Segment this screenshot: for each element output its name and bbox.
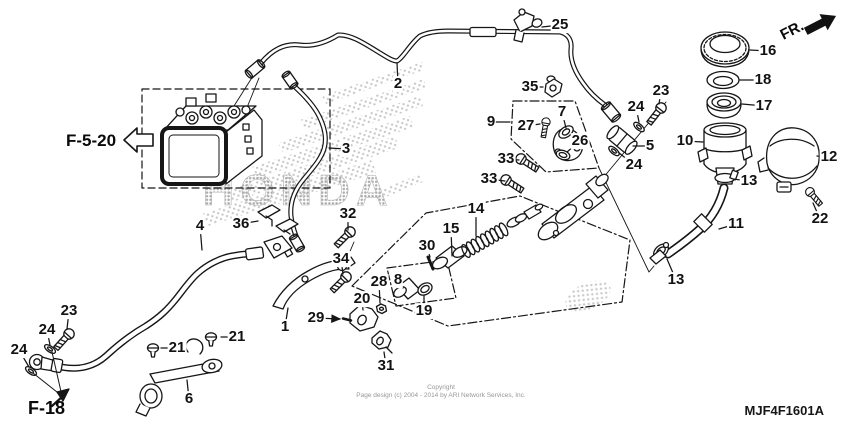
callout-11[interactable]: 11 [727,215,745,233]
callout-16[interactable]: 16 [758,42,778,60]
callout-33[interactable]: 33 [496,150,516,168]
callout-4[interactable]: 4 [194,217,206,235]
callout-13[interactable]: 13 [666,271,686,289]
callout-18[interactable]: 18 [753,71,773,89]
callout-25[interactable]: 25 [550,16,570,34]
bolt-27-icon [538,116,552,139]
nut-28-drawing [375,303,388,315]
callout-24[interactable]: 24 [624,156,644,174]
callout-9[interactable]: 9 [485,113,497,131]
callout-2[interactable]: 2 [392,75,404,93]
callout-28[interactable]: 28 [369,273,389,291]
callout-20[interactable]: 20 [352,290,372,308]
callout-6[interactable]: 6 [183,390,195,408]
callout-13[interactable]: 13 [739,172,759,190]
bolt-23-icon [644,100,669,128]
hose-stay-bracket-drawing [135,338,223,417]
callout-24[interactable]: 24 [37,321,57,339]
oring-26-drawing [555,149,571,161]
reservoir-cover-12-drawing [757,127,820,193]
bolt-32-icon [331,223,359,251]
copyright-notice: Copyright Page design (c) 2004 - 2014 by… [291,384,591,400]
callout-5[interactable]: 5 [644,137,656,155]
callout-14[interactable]: 14 [466,200,486,218]
callout-31[interactable]: 31 [376,357,396,375]
callout-23[interactable]: 23 [59,302,79,320]
callout-34[interactable]: 34 [331,250,351,268]
callout-10[interactable]: 10 [675,132,695,150]
reservoir-hose-11-drawing [663,183,729,259]
callout-33[interactable]: 33 [479,170,499,188]
joint-31-drawing [371,330,393,354]
diagram-part-code: MJF4F1601A [744,403,824,418]
pin-29-drawing [341,317,353,322]
hose-clamp-13-drawing [714,169,739,184]
bolt-33-icon [498,172,526,196]
callout-8[interactable]: 8 [392,271,404,289]
ref-link-f-18[interactable]: F-18 [28,398,66,418]
hose-clamp-13b-drawing [649,241,670,265]
callout-3[interactable]: 3 [340,140,352,158]
callout-23[interactable]: 23 [651,82,671,100]
brake-hose-4-drawing [28,235,293,374]
callout-12[interactable]: 12 [819,148,839,166]
callout-30[interactable]: 30 [417,237,437,255]
ref-link-f-5-20[interactable]: F-5-20 [66,131,117,150]
callout-36[interactable]: 36 [231,215,251,233]
callout-24[interactable]: 24 [9,341,29,359]
callout-19[interactable]: 19 [414,302,434,320]
ref-arrow-f520-icon [123,127,154,153]
callout-17[interactable]: 17 [754,97,774,115]
ref-arrow-f18-icon [32,351,70,408]
reservoir-cap-16-drawing [700,31,750,68]
callout-27[interactable]: 27 [516,117,536,135]
diaphragm-17-drawing [706,92,742,119]
piston-assembly-drawing [426,203,544,271]
pipe-clamp-35-drawing [544,75,563,98]
joint-5-drawing [606,125,638,155]
callout-21[interactable]: 21 [167,339,187,357]
callout-7[interactable]: 7 [556,103,568,121]
copyright-line1: Copyright [427,384,455,391]
bolt-34-icon [327,268,355,296]
circlip-19-drawing [417,282,433,296]
master-cylinder-drawing [537,173,609,241]
callout-21[interactable]: 21 [227,328,247,346]
brake-pipe-2-drawing [244,26,622,123]
pipe-clip-36-drawing [257,204,299,235]
callout-26[interactable]: 26 [570,132,590,150]
copyright-line2: Page design (c) 2004 - 2014 by ARI Netwo… [356,392,526,400]
callout-29[interactable]: 29 [306,309,326,327]
reservoir-tank-10-drawing [697,122,753,185]
callout-15[interactable]: 15 [441,220,461,238]
callout-22[interactable]: 22 [810,210,830,228]
callout-32[interactable]: 32 [338,205,358,223]
pipe-clip-25-drawing [513,8,543,43]
callout-24[interactable]: 24 [626,98,646,116]
abs-modulator-drawing [160,75,263,186]
cap-plate-18-drawing [706,70,740,90]
callout-1[interactable]: 1 [279,318,291,336]
fr-direction-arrow-icon [803,14,837,35]
screw-21-icon [146,343,160,358]
screw-21-icon [204,332,218,347]
switch-20-drawing [349,304,379,332]
callout-35[interactable]: 35 [520,78,540,96]
